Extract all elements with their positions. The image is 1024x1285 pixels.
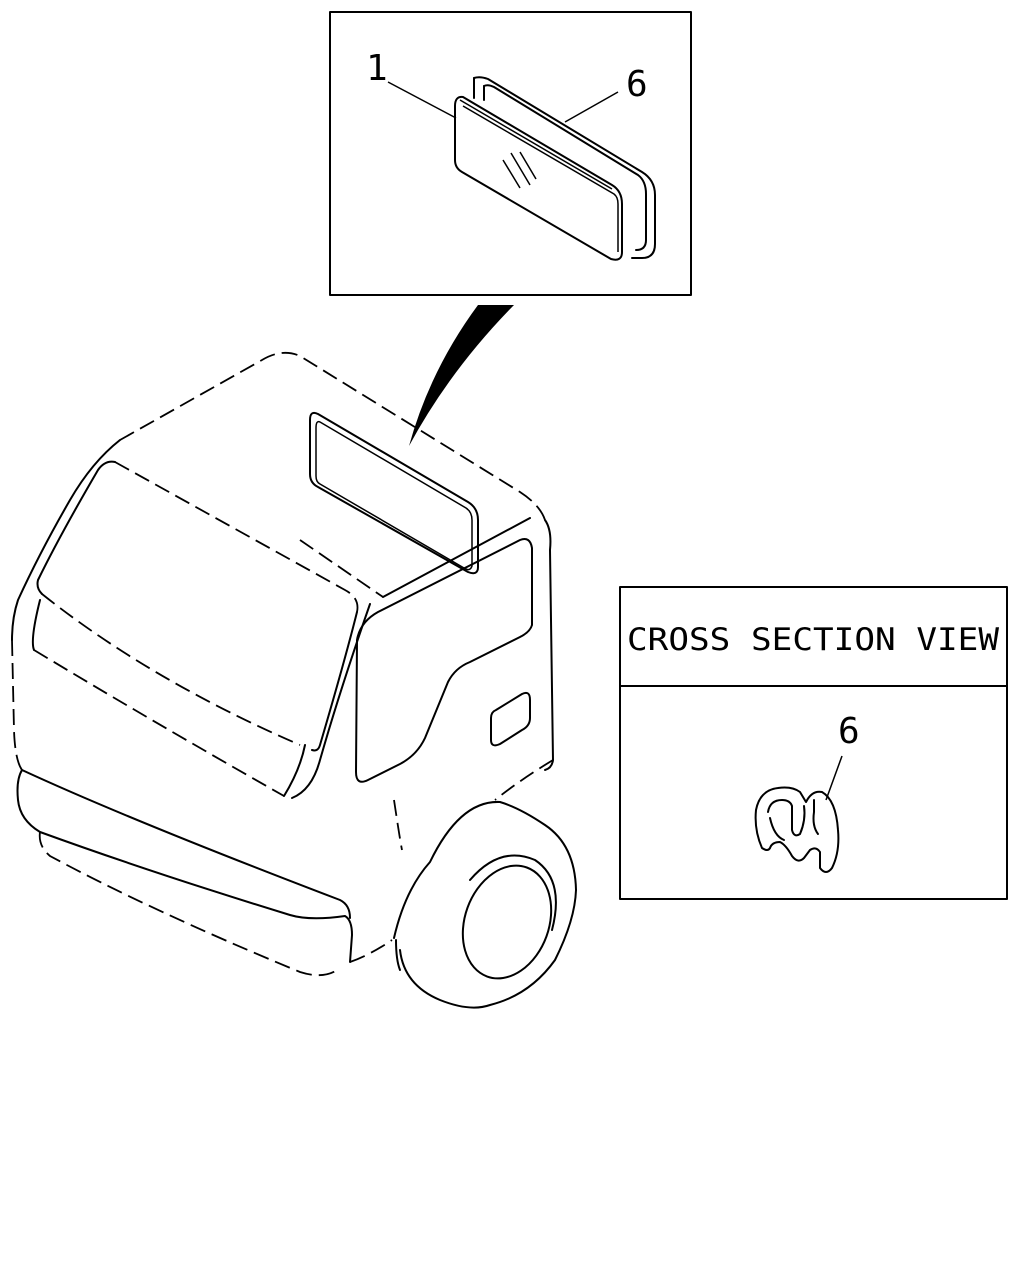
seal-profile: [754, 786, 840, 873]
cross-section-panel: CROSS SECTION VIEW 6: [619, 586, 1008, 900]
detail-pointer: [409, 305, 514, 446]
leader-line-6-section: [825, 755, 843, 801]
cross-section-title: CROSS SECTION VIEW: [627, 622, 999, 658]
leader-line-6: [564, 91, 619, 123]
truck-cab-illustration: [11, 351, 577, 1009]
glass-part: [454, 95, 623, 261]
detail-view-panel: 1 6: [329, 11, 692, 296]
callout-6-detail: 6: [626, 64, 648, 105]
leader-line-1: [387, 81, 457, 119]
weatherstrip-part: [473, 76, 656, 259]
callout-6-section: 6: [838, 711, 860, 752]
front-tire: [395, 854, 577, 1009]
rear-window-location: [309, 411, 479, 575]
callout-1: 1: [366, 48, 388, 89]
